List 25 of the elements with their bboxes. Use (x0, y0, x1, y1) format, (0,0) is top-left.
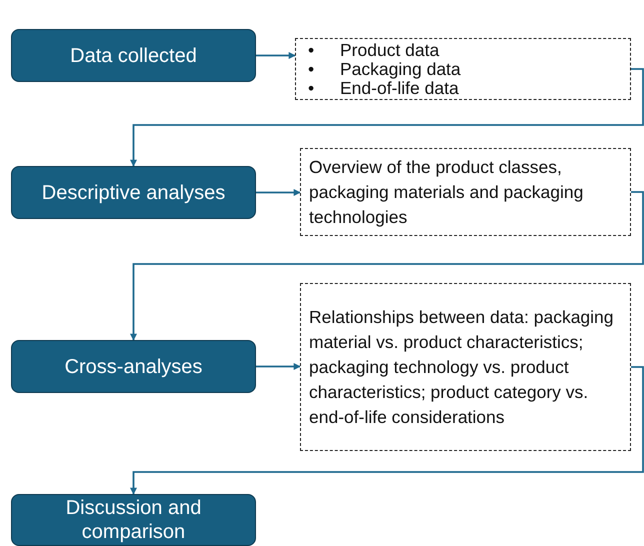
connector-arrow (256, 52, 296, 59)
connector-arrow (130, 191, 644, 341)
connector-arrow (130, 366, 644, 495)
bullet-mark: • (308, 60, 316, 78)
process-box (11, 166, 256, 219)
step-label: Data collected (70, 44, 197, 68)
step-label: Descriptive analyses (42, 180, 226, 204)
bullet-item: End-of-life data (340, 78, 459, 98)
bullet-mark: • (308, 78, 316, 98)
note-box (295, 38, 631, 100)
bullet-item: Product data (340, 40, 440, 60)
connector-arrow (256, 363, 301, 370)
note-box (300, 148, 631, 236)
note-text: Overview of the product classes, packaging materials and packaging technologies (309, 156, 584, 229)
process-box (11, 494, 256, 546)
step-label: Discussion and comparison (64, 496, 202, 544)
process-box (11, 29, 256, 82)
connector-arrow (130, 68, 644, 167)
note-box (300, 283, 631, 451)
connector-arrow (256, 189, 301, 196)
bullet-item: Packaging data (340, 60, 461, 78)
process-box (11, 340, 256, 393)
bullet-mark: • (308, 40, 316, 60)
step-label: Cross-analyses (64, 354, 202, 378)
note-text: Relationships between data: packaging material vs. product characteristics; packaging technology vs. product characteristics; product category vs. end-of-life considerations (309, 306, 615, 428)
